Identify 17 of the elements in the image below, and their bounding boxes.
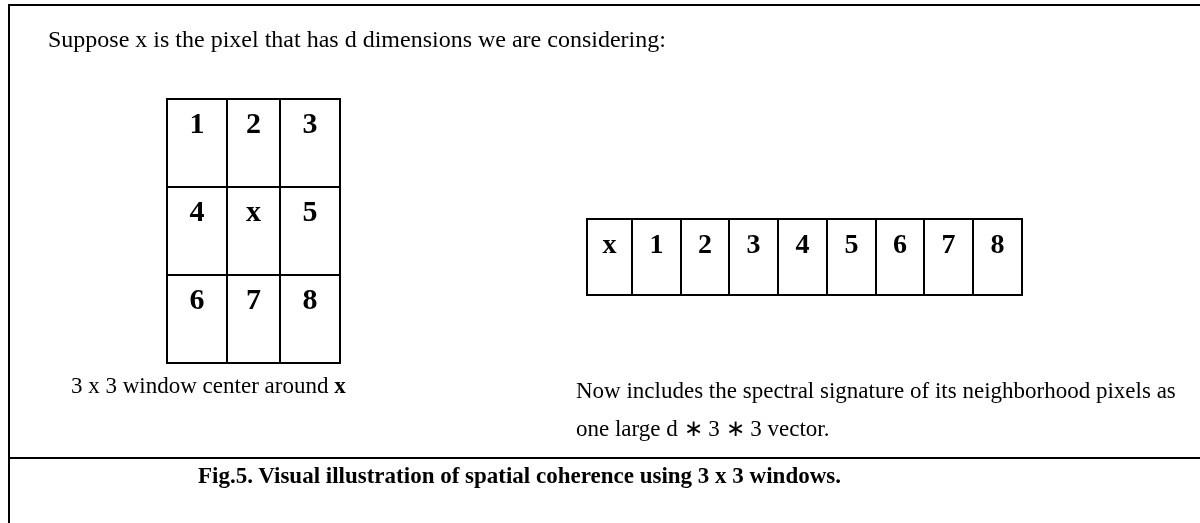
vector-caption: Now includes the spectral signature of its neighborhood pixels as one large d ∗ 3 ∗ 3 vector. [576, 377, 1177, 443]
table-cell: 5 [826, 218, 877, 296]
figure-caption: Fig.5. Visual illustration of spatial coherence using 3 x 3 windows. [198, 463, 841, 489]
grid-caption: 3 x 3 window center around x [71, 373, 346, 399]
table-cell: 4 [777, 218, 828, 296]
table-cell: 1 [631, 218, 682, 296]
table-cell: 7 [923, 218, 974, 296]
table-cell: 3 [728, 218, 779, 296]
table-cell: 1 [166, 98, 228, 188]
table-cell: 8 [279, 274, 341, 364]
table-cell: 6 [875, 218, 925, 296]
intro-text: Suppose x is the pixel that has d dimensions we are considering: [48, 26, 666, 53]
table-cell: 6 [166, 274, 228, 364]
table-cell: x [586, 218, 633, 296]
table-cell: 8 [972, 218, 1023, 296]
table-cell: 3 [279, 98, 341, 188]
table-cell: 2 [680, 218, 730, 296]
